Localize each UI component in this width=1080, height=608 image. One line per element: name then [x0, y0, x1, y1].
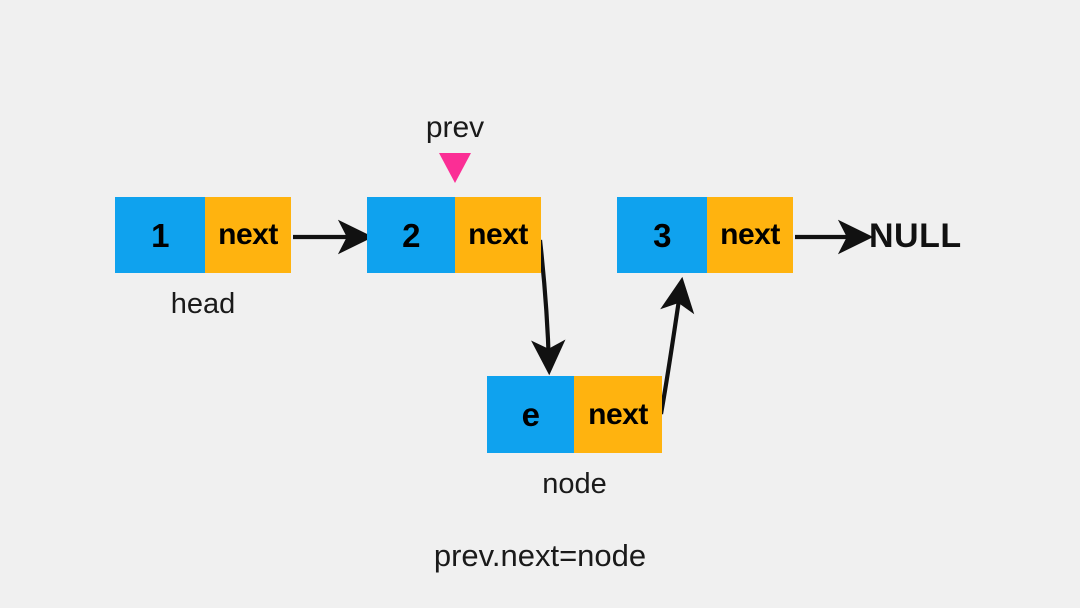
node-e-next-field: next	[574, 376, 662, 453]
operation-caption: prev.next=node	[433, 538, 647, 573]
node-2-next-field: next	[455, 197, 541, 273]
arrow-nodeE-to-node3	[658, 276, 695, 415]
down-triangle-icon	[439, 153, 471, 183]
node-e-caption: node	[542, 468, 607, 500]
node-1-value: 1	[115, 197, 205, 273]
list-node-2[interactable]: 2 next	[367, 197, 541, 273]
node-1-caption: head	[170, 288, 236, 320]
node-1-next-field: next	[205, 197, 291, 273]
list-node-1[interactable]: 1 next	[115, 197, 291, 273]
node-2-value: 2	[367, 197, 455, 273]
pointer-label-prev: prev	[425, 111, 485, 144]
node-3-value: 3	[617, 197, 707, 273]
arrow-node2-to-nodeE	[531, 239, 566, 376]
null-terminator: NULL	[869, 217, 962, 255]
node-3-next-field: next	[707, 197, 793, 273]
list-node-3[interactable]: 3 next	[617, 197, 793, 273]
node-e-value: e	[487, 376, 574, 453]
list-node-e[interactable]: e next	[487, 376, 662, 453]
